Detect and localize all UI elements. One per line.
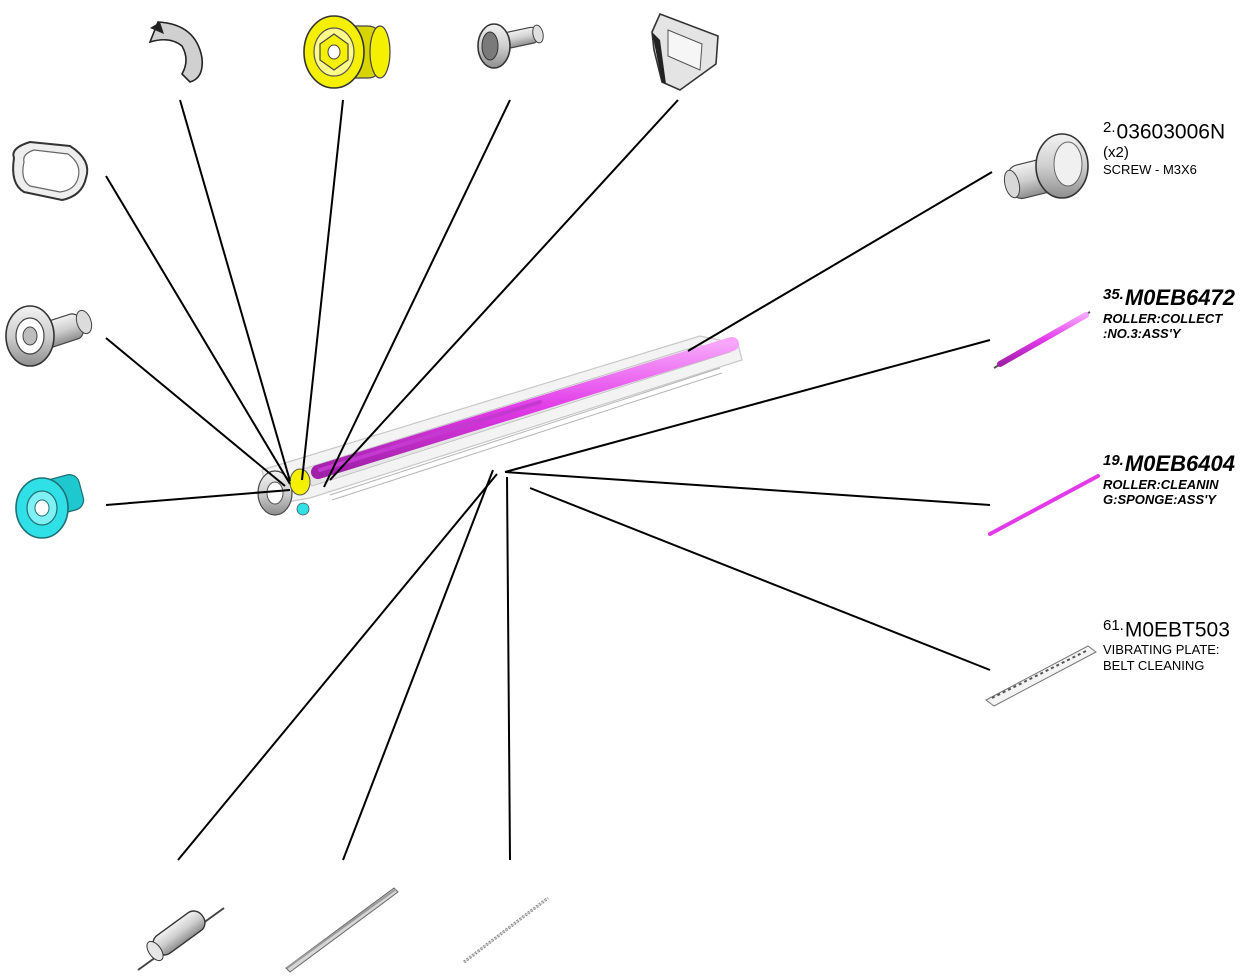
part-number: 03603006N: [1116, 120, 1226, 144]
flange-bushing-icon: [477, 23, 544, 69]
part-description-line-2: BELT CLEANING: [1103, 658, 1205, 674]
part-description-line-1: ROLLER:CLEANIN: [1103, 476, 1219, 492]
assembly-cyan-bushing: [296, 502, 310, 516]
rod-icon: [285, 887, 399, 973]
c-clip-icon: [148, 21, 204, 83]
belt-ring-icon: [12, 140, 89, 202]
callout-vibrating-plate: 61.M0EBT503 VIBRATING PLATE: BELT CLEANI…: [1103, 618, 1230, 673]
callout-roller-sponge: 19.M0EB6404 ROLLER:CLEANIN G:SPONGE:ASS'…: [1103, 452, 1235, 507]
cyan-bushing-icon: [15, 474, 85, 539]
callout-roller-collect: 35.M0EB6472 ROLLER:COLLECT :NO.3:ASS'Y: [1103, 286, 1235, 341]
callout-screw: 2.03603006N (x2) SCREW - M3X6: [1103, 120, 1225, 177]
spring-icon: [463, 896, 549, 964]
part-quantity: (x2): [1103, 144, 1129, 162]
callout-index: 35.: [1103, 285, 1124, 303]
part-description-line-2: :NO.3:ASS'Y: [1103, 326, 1181, 342]
part-description: SCREW - M3X6: [1103, 162, 1197, 178]
callout-index: 61.: [1103, 617, 1124, 634]
screw-icon: [1003, 133, 1089, 200]
vibrating-plate-icon: [985, 645, 1097, 707]
assembly-yellow-gear: [289, 468, 311, 496]
part-number: M0EB6472: [1124, 285, 1235, 310]
part-number: M0EBT503: [1124, 618, 1230, 642]
magenta-roller-sponge-icon: [988, 474, 1100, 536]
pulley-collar-icon: [5, 305, 93, 367]
callout-index: 19.: [1103, 451, 1124, 469]
wedge-bracket-icon: [651, 12, 719, 91]
callout-index: 2.: [1103, 119, 1116, 136]
part-number: M0EB6404: [1124, 451, 1235, 476]
shaft-roller-icon: [137, 907, 225, 971]
part-description-line-2: G:SPONGE:ASS'Y: [1103, 492, 1216, 508]
part-description-line-1: VIBRATING PLATE:: [1103, 642, 1220, 658]
part-description-line-1: ROLLER:COLLECT: [1103, 310, 1223, 326]
main-assembly: [257, 335, 743, 516]
plate-teeth: [329, 367, 723, 501]
leader-lines: [105, 99, 993, 861]
assembly-roller-sponge: [318, 400, 542, 472]
magenta-roller-collect-icon: [993, 311, 1091, 369]
yellow-gear-icon: [303, 15, 391, 89]
